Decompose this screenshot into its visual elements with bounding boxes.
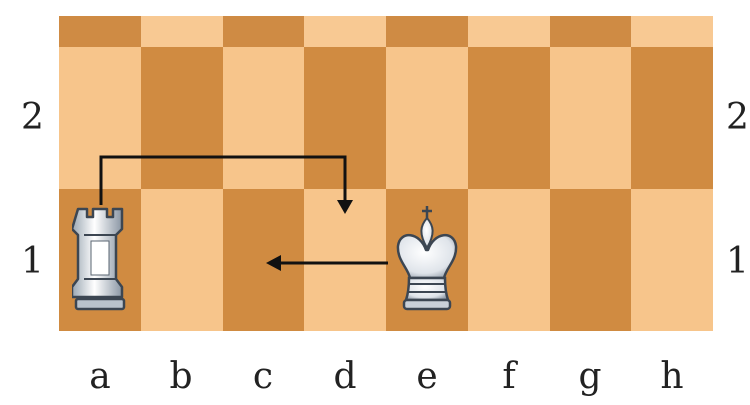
square-b2 — [140, 47, 223, 189]
square-c1 — [222, 189, 305, 331]
square-d3 — [304, 16, 386, 47]
rank-label-left-2: 2 — [21, 97, 44, 138]
square-b3 — [140, 16, 223, 47]
rank-label-right-1: 1 — [726, 241, 749, 282]
file-label-e: e — [416, 356, 438, 397]
square-a3 — [59, 16, 141, 47]
file-label-g: g — [578, 356, 602, 397]
rank-label-left-1: 1 — [21, 241, 44, 282]
chessboard — [59, 16, 713, 331]
square-h1 — [631, 189, 713, 331]
square-e3 — [386, 16, 468, 47]
square-f1 — [467, 189, 550, 331]
rank-label-right-2: 2 — [726, 97, 749, 138]
file-label-a: a — [89, 356, 111, 397]
square-g2 — [549, 47, 632, 189]
file-label-c: c — [252, 356, 274, 397]
board-rank-3-partial — [59, 16, 713, 47]
square-c3 — [222, 16, 305, 47]
square-b1 — [140, 189, 223, 331]
king-move-arrow — [266, 255, 388, 271]
file-label-d: d — [333, 356, 357, 397]
square-h2 — [631, 47, 713, 189]
file-label-f: f — [502, 356, 516, 397]
square-f2 — [467, 47, 550, 189]
board-rank-2 — [59, 47, 713, 189]
square-f3 — [467, 16, 550, 47]
square-e2 — [386, 47, 468, 189]
rook-move-arrow — [99, 155, 353, 214]
file-label-h: h — [660, 356, 684, 397]
white-king-icon[interactable] — [392, 204, 462, 314]
square-h3 — [631, 16, 713, 47]
white-rook-icon[interactable] — [72, 205, 128, 315]
square-g1 — [549, 189, 632, 331]
file-label-b: b — [169, 356, 193, 397]
square-c2 — [222, 47, 305, 189]
square-g3 — [549, 16, 632, 47]
